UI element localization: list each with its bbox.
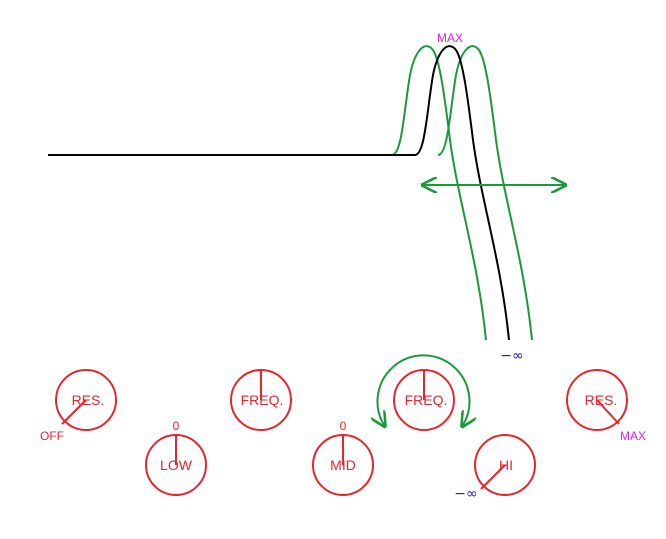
response-curves bbox=[48, 45, 533, 341]
neg-inf-label: −∞ bbox=[500, 348, 523, 364]
res-right-label: RES. bbox=[585, 392, 618, 408]
hi-label: HI bbox=[499, 457, 513, 473]
freq-rotate-arrow-icon bbox=[378, 354, 470, 425]
res-left-setting: OFF bbox=[40, 429, 64, 443]
res-left-label: RES. bbox=[72, 392, 105, 408]
curve-main bbox=[48, 45, 510, 341]
mid-knob[interactable]: MID 0 bbox=[312, 419, 374, 496]
freq-left-label: FREQ. bbox=[241, 392, 284, 408]
hi-setting: −∞ bbox=[454, 486, 477, 502]
mid-setting: 0 bbox=[340, 419, 347, 433]
freq-right-label: FREQ. bbox=[405, 392, 448, 408]
low-label: LOW bbox=[160, 457, 193, 473]
hi-knob[interactable]: HI −∞ bbox=[454, 434, 536, 502]
freq-left-knob[interactable]: FREQ. bbox=[230, 369, 292, 431]
curve-alt-low bbox=[391, 45, 487, 341]
max-label: MAX bbox=[437, 31, 463, 45]
res-left-knob[interactable]: RES. OFF bbox=[40, 369, 117, 443]
freq-right-knob[interactable]: FREQ. bbox=[393, 369, 455, 431]
low-setting: 0 bbox=[173, 419, 180, 433]
mid-label: MID bbox=[330, 457, 356, 473]
res-right-setting: MAX bbox=[620, 429, 646, 443]
curve-alt-high bbox=[437, 45, 533, 341]
low-knob[interactable]: LOW 0 bbox=[145, 419, 207, 496]
res-right-knob[interactable]: RES. MAX bbox=[566, 369, 646, 443]
